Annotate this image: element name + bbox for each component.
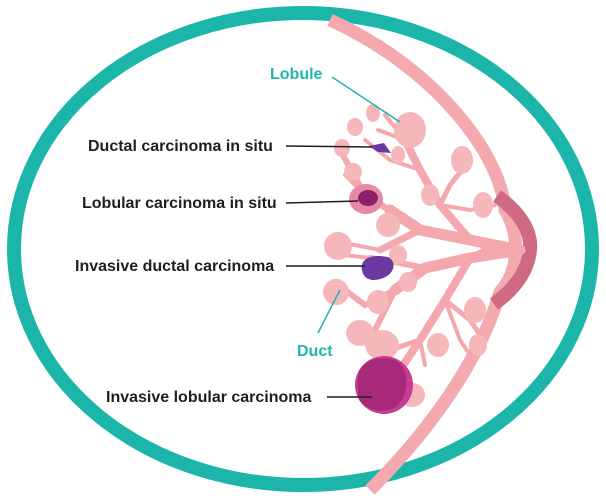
leader-lobule <box>332 77 400 122</box>
leader-lcis <box>286 201 358 203</box>
label-lobule: Lobule <box>270 66 323 83</box>
lcis-tumor <box>358 190 378 206</box>
idc-tumor <box>362 256 394 280</box>
label-duct: Duct <box>297 343 333 360</box>
label-lcis: Lobular carcinoma in situ <box>82 195 277 212</box>
label-ilc: Invasive lobular carcinoma <box>106 389 312 406</box>
leader-dcis <box>286 146 372 147</box>
label-idc: Invasive ductal carcinoma <box>75 258 274 275</box>
label-dcis: Ductal carcinoma in situ <box>88 138 273 155</box>
ilc-tumor <box>358 358 406 410</box>
